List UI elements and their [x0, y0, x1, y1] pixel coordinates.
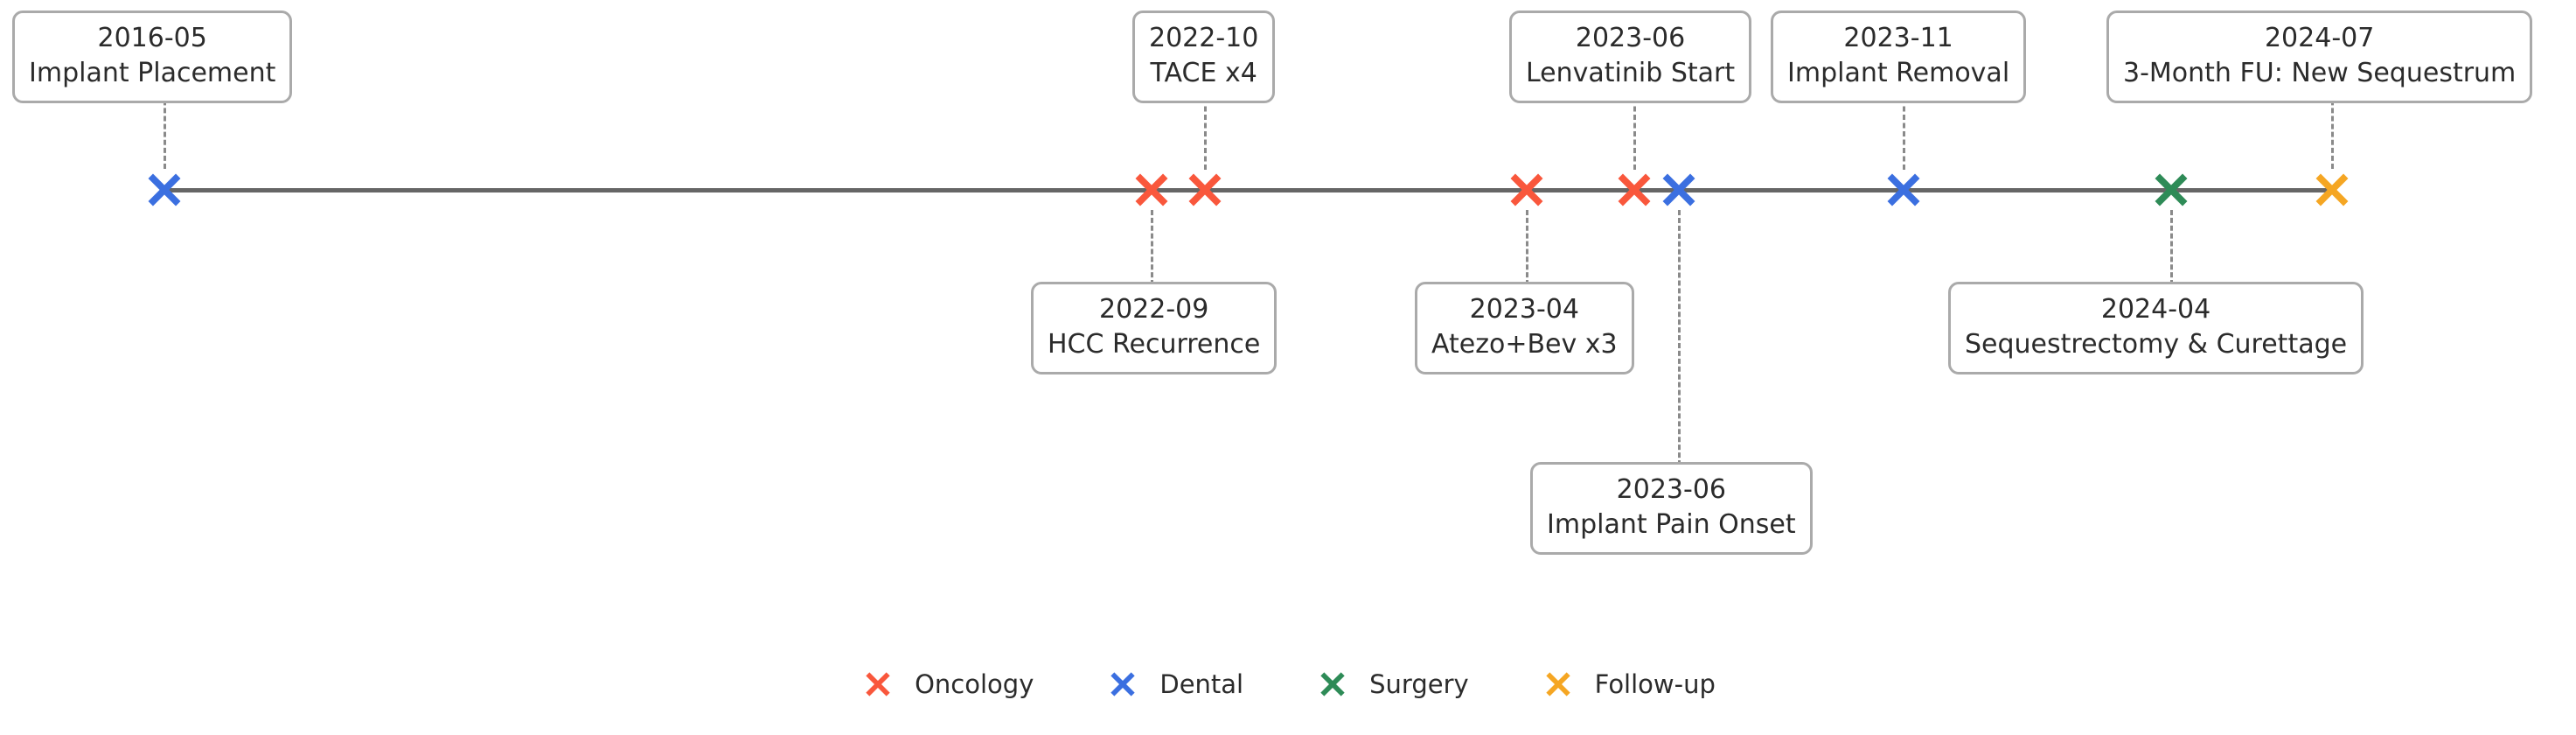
event-date: 2024-04	[2100, 294, 2211, 325]
event-title: Atezo+Bev x3	[1431, 328, 1618, 360]
event-marker-x-icon[interactable]	[2148, 166, 2195, 214]
event-title: Implant Placement	[29, 57, 276, 88]
event-title: Lenvatinib Start	[1526, 57, 1736, 88]
legend-label: Follow-up	[1594, 669, 1716, 699]
event-date: 2022-10	[1149, 23, 1259, 53]
legend: Oncology Dental Surgery Follow-up	[0, 667, 2576, 702]
legend-entry[interactable]: Dental	[1105, 667, 1243, 702]
event-date: 2022-09	[1099, 294, 1209, 325]
event-date: 2023-06	[1575, 23, 1686, 53]
event-marker-x-icon[interactable]	[1181, 166, 1229, 214]
legend-entry[interactable]: Follow-up	[1541, 667, 1716, 702]
event-leader-line	[164, 68, 166, 169]
event-date: 2016-05	[97, 23, 207, 53]
event-marker-x-icon[interactable]	[1655, 166, 1702, 214]
event-leader-line	[1903, 98, 1905, 170]
event-title: 3-Month FU: New Sequestrum	[2123, 57, 2517, 88]
event-label-box[interactable]: 2024-07 3-Month FU: New Sequestrum	[2106, 10, 2533, 103]
event-title: TACE x4	[1150, 57, 1257, 88]
event-leader-line	[1678, 210, 1681, 466]
event-title: Implant Removal	[1787, 57, 2010, 88]
legend-label: Oncology	[915, 669, 1034, 699]
event-leader-line	[2170, 210, 2173, 285]
legend-entry[interactable]: Oncology	[860, 667, 1034, 702]
event-leader-line	[1526, 210, 1528, 285]
event-title: HCC Recurrence	[1048, 328, 1261, 360]
event-title: Implant Pain Onset	[1547, 508, 1796, 540]
event-date: 2024-07	[2264, 23, 2375, 53]
legend-marker-x-icon	[1105, 667, 1140, 702]
legend-marker-x-icon	[1541, 667, 1576, 702]
event-date: 2023-11	[1843, 23, 1953, 53]
legend-marker-x-icon	[1315, 667, 1350, 702]
legend-label: Dental	[1159, 669, 1244, 699]
event-marker-x-icon[interactable]	[141, 166, 188, 214]
event-date: 2023-06	[1616, 474, 1726, 505]
event-marker-x-icon[interactable]	[1880, 166, 1927, 214]
event-marker-x-icon[interactable]	[1128, 166, 1175, 214]
timeline-axis-line	[164, 188, 2333, 192]
legend-marker-x-icon	[860, 667, 895, 702]
event-marker-x-icon[interactable]	[1503, 166, 1550, 214]
event-leader-line	[1633, 98, 1636, 170]
event-marker-x-icon[interactable]	[2308, 166, 2356, 214]
event-leader-line	[2331, 68, 2334, 169]
event-leader-line	[1151, 210, 1153, 285]
event-title: Sequestrectomy & Curettage	[1965, 328, 2348, 360]
legend-label: Surgery	[1369, 669, 1469, 699]
event-leader-line	[1204, 98, 1207, 170]
event-date: 2023-04	[1469, 294, 1579, 325]
legend-entry[interactable]: Surgery	[1315, 667, 1469, 702]
event-marker-x-icon[interactable]	[1611, 166, 1658, 214]
